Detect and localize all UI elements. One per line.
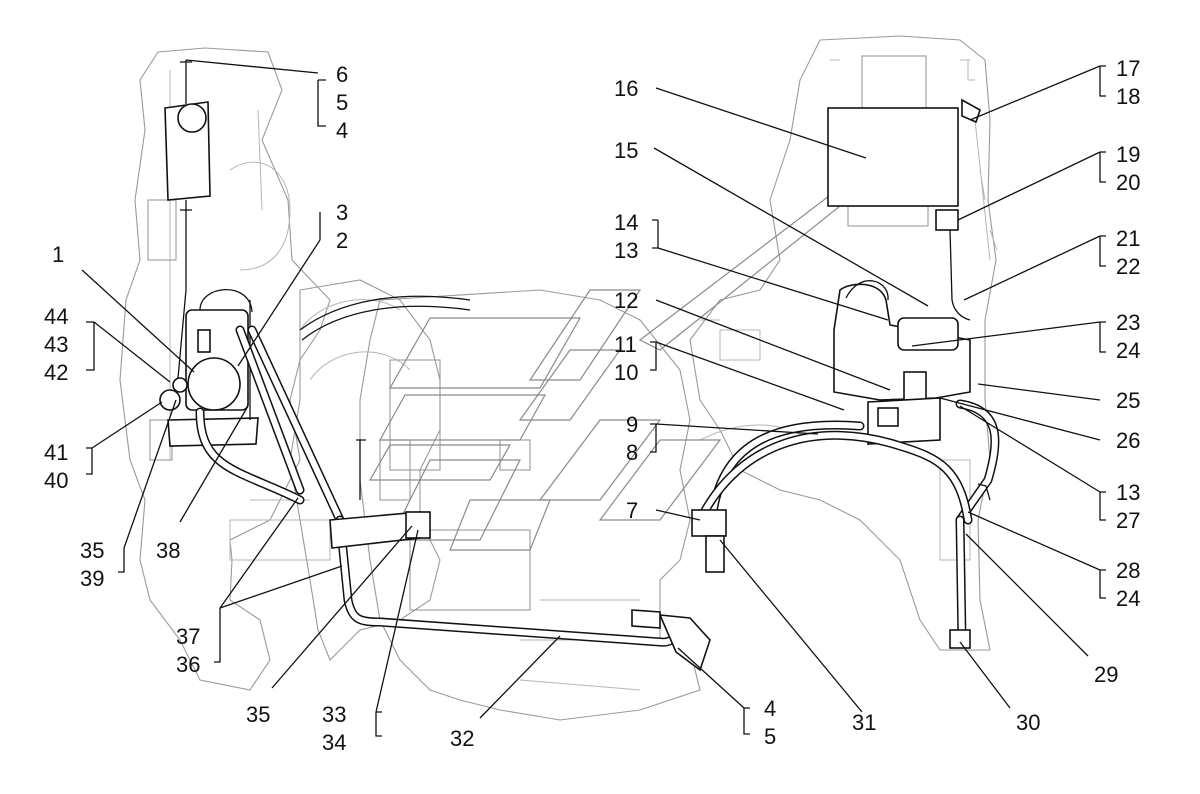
heater-left-assembly <box>159 60 259 447</box>
callout-label: 16 <box>614 76 638 101</box>
callout-label: 4 <box>764 696 776 721</box>
callout-label: 35 <box>80 538 104 563</box>
callout-label: 41 <box>44 440 68 465</box>
callout-label: 44 <box>44 304 68 329</box>
callout-label: 8 <box>626 440 638 465</box>
callout-label: 23 <box>1116 310 1140 335</box>
callout-label: 6 <box>336 62 348 87</box>
callout-label: 9 <box>626 412 638 437</box>
callout-label: 12 <box>614 288 638 313</box>
callout-label: 38 <box>156 538 180 563</box>
callout-label: 43 <box>44 332 68 357</box>
callout-label: 7 <box>626 498 638 523</box>
callout-label: 42 <box>44 360 68 385</box>
callout-label: 36 <box>176 652 200 677</box>
callout-label: 31 <box>852 710 876 735</box>
callout-label: 15 <box>614 138 638 163</box>
callout-label: 29 <box>1094 662 1118 687</box>
heater-right-assembly <box>691 98 1000 649</box>
callout-labels: 6 5 4 3 2 1 44 43 42 41 40 35 39 38 37 3… <box>44 56 1140 755</box>
callout-label: 5 <box>336 90 348 115</box>
machine-body-outline <box>119 35 998 721</box>
callout-label: 27 <box>1116 508 1140 533</box>
callout-label: 26 <box>1116 428 1140 453</box>
callout-label: 5 <box>764 724 776 749</box>
callout-label: 21 <box>1116 226 1140 251</box>
callout-label: 13 <box>1116 480 1140 505</box>
callout-label: 35 <box>246 702 270 727</box>
callout-label: 25 <box>1116 388 1140 413</box>
callout-label: 4 <box>336 118 348 143</box>
callout-label: 18 <box>1116 84 1140 109</box>
callout-label: 13 <box>614 238 638 263</box>
callout-label: 30 <box>1016 710 1040 735</box>
callout-label: 10 <box>614 360 638 385</box>
callout-label: 37 <box>176 624 200 649</box>
callout-label: 24 <box>1116 338 1140 363</box>
callout-label: 11 <box>614 332 637 357</box>
callout-label: 17 <box>1116 56 1140 81</box>
callout-label: 34 <box>322 730 346 755</box>
callout-label: 1 <box>52 242 64 267</box>
callout-label: 20 <box>1116 170 1140 195</box>
callout-label: 3 <box>336 200 348 225</box>
callout-label: 32 <box>450 726 474 751</box>
callout-label: 19 <box>1116 142 1140 167</box>
callout-label: 28 <box>1116 558 1140 583</box>
hoses-center <box>195 295 711 672</box>
callout-label: 24 <box>1116 586 1140 611</box>
callout-label: 33 <box>322 702 346 727</box>
leader-lines <box>81 59 1106 737</box>
callout-label: 22 <box>1116 254 1140 279</box>
callout-label: 39 <box>80 566 104 591</box>
callout-label: 40 <box>44 468 68 493</box>
callout-label: 14 <box>614 210 638 235</box>
callout-label: 2 <box>336 228 348 253</box>
